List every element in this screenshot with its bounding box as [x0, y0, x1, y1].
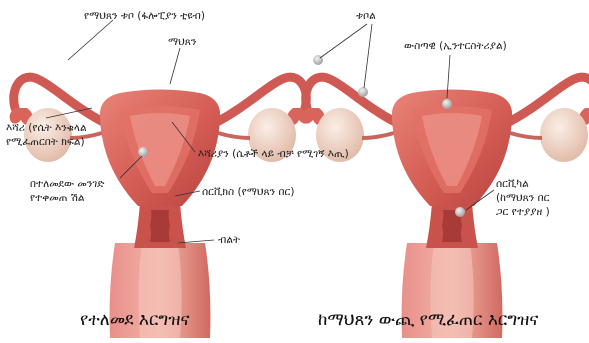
label-ovary-line1: እሻሪ (የሴት እንቁላል	[6, 122, 87, 135]
label-fallopian-tube: የማህጸን ቱቦ (ፋሎፒያን ቲዩብ)	[84, 10, 205, 23]
label-cervix: ሰርቪክስ (የማህጸን በር)	[202, 186, 294, 199]
label-embryo-line1: በተለመደው መንገድ	[30, 178, 104, 191]
label-endometrium: እሻሪያን (ሴቶች ላይ ብቻ የሚገኝ እጢ)	[198, 148, 349, 161]
label-embryo-line2: የተቀመጠ ሽል	[30, 192, 85, 205]
embryo-interstitial	[442, 99, 452, 109]
embryo-cervical	[455, 207, 465, 217]
embryo-tubal-right	[358, 87, 368, 97]
label-cervical-line3: ጋር የተያያዘ )	[496, 206, 550, 219]
caption-normal-pregnancy: የተለመደ እርግዝና	[80, 310, 189, 330]
caption-ectopic-pregnancy: ከማህጸን ውጪ የሚፈጠር እርግዝና	[318, 310, 538, 330]
label-cervical-line1: ሰርቪካል	[496, 178, 529, 191]
label-interstitial: ውስጣዊ (ኢንተርስትሪያል)	[404, 40, 507, 53]
embryo-normal	[138, 147, 148, 157]
label-cervical-line2: (ከማህጸን በር	[496, 192, 549, 205]
label-vagina: ብልት	[218, 234, 240, 247]
label-ovary-line2: የሚፈጠርበት ክፍል)	[6, 136, 85, 149]
label-uterus: ማህጸን	[168, 36, 196, 49]
label-tubal: ቱቦል	[356, 10, 376, 23]
